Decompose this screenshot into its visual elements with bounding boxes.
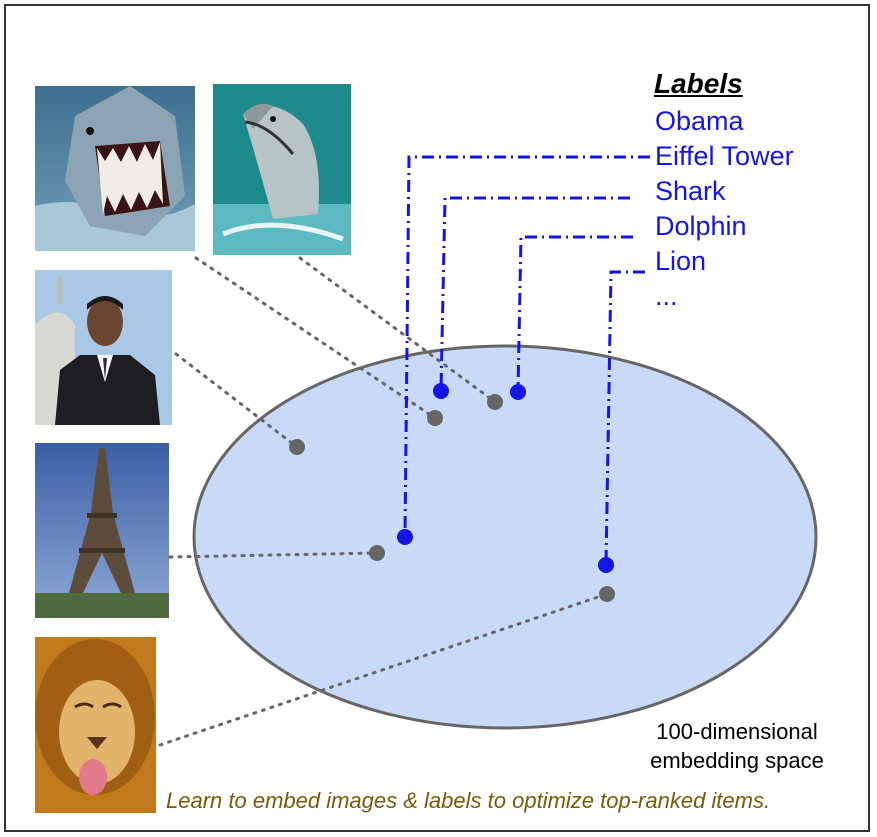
shark-connector — [194, 256, 437, 420]
shark-label-connector — [439, 196, 630, 391]
lion-image-point — [599, 586, 615, 602]
eiffel-connector — [168, 551, 379, 559]
label-eiffel-tower: Eiffel Tower — [655, 141, 794, 171]
shark-image — [35, 86, 195, 251]
obama-connector — [174, 352, 299, 449]
embedding-space-caption-line2: embedding space — [650, 748, 824, 773]
obama-image-point — [289, 439, 305, 455]
lion-label-point — [598, 557, 614, 573]
eiffel-image-point — [369, 545, 385, 561]
label-lion: Lion — [655, 246, 707, 276]
shark-image-point — [427, 410, 443, 426]
label-dolphin: Dolphin — [655, 211, 747, 241]
shark-label-point — [433, 383, 449, 399]
embedding-space-ellipse — [192, 344, 818, 730]
embedding-space-caption-line1: 100-dimensional — [656, 719, 818, 744]
eiffel-label-connector — [403, 155, 650, 537]
lion-label-connector — [604, 270, 645, 565]
label-obama: Obama — [655, 106, 744, 136]
embedding-space-caption: 100-dimensional embedding space — [632, 717, 842, 775]
dolphin-image-point — [487, 394, 503, 410]
eiffel-tower-image — [35, 443, 169, 618]
lion-connector — [158, 592, 609, 747]
lion-image — [35, 637, 156, 813]
obama-image — [35, 270, 172, 425]
labels-heading: Labels — [654, 68, 743, 99]
label-shark: Shark — [655, 176, 726, 206]
dolphin-image — [213, 84, 351, 255]
label-ellipsis: ... — [655, 281, 678, 311]
dolphin-label-point — [510, 384, 526, 400]
eiffel-label-point — [397, 529, 413, 545]
figure-caption: Learn to embed images & labels to optimi… — [166, 788, 771, 813]
